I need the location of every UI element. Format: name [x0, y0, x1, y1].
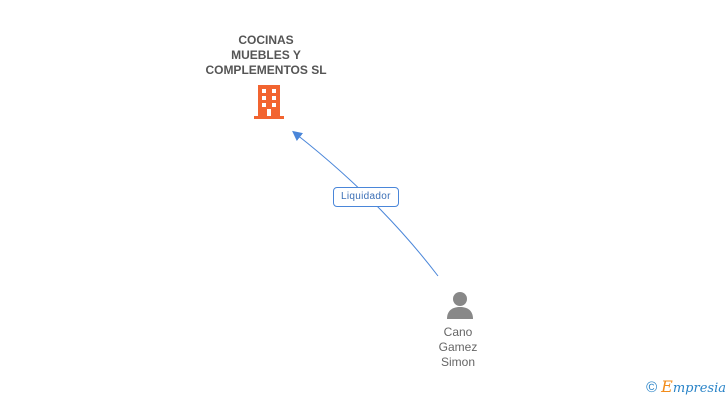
person-name-line: Simon: [440, 355, 475, 369]
brand-logo-initial: E: [661, 377, 673, 396]
person-icon[interactable]: [445, 290, 475, 320]
person-name[interactable]: Cano Gamez Simon: [418, 325, 498, 370]
brand-logo: Empresia: [661, 378, 726, 398]
company-name-line: MUEBLES Y: [231, 48, 301, 62]
person-name-line: Gamez: [438, 340, 478, 354]
copyright-icon: ©: [646, 379, 658, 396]
company-name[interactable]: COCINAS MUEBLES Y COMPLEMENTOS SL: [186, 33, 346, 78]
relation-label[interactable]: Liquidador: [333, 187, 399, 207]
person-name-line: Cano: [443, 325, 473, 339]
brand-logo-rest: mpresia: [672, 381, 726, 396]
company-name-line: COMPLEMENTOS SL: [205, 63, 327, 77]
company-name-line: COCINAS: [238, 33, 294, 47]
empresia-watermark: © Empresia: [646, 378, 726, 398]
building-icon[interactable]: [253, 84, 285, 120]
